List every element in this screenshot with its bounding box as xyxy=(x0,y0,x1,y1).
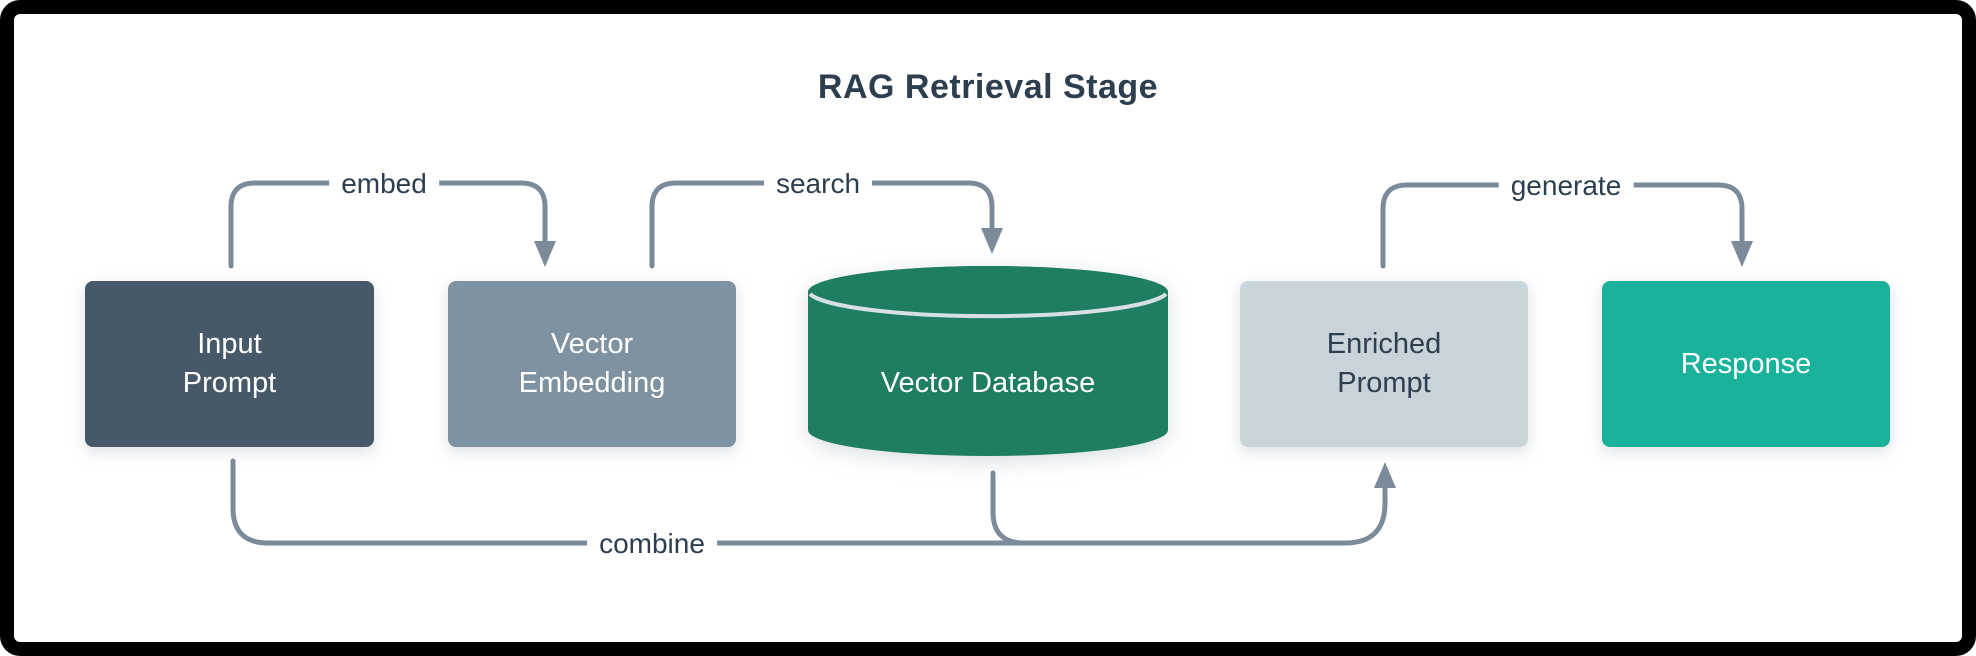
edge-label-embed: embed xyxy=(329,166,439,202)
edge-label-generate: generate xyxy=(1498,168,1634,204)
node-input-prompt-label: Input Prompt xyxy=(182,328,277,399)
database-cylinder-icon xyxy=(808,266,1168,456)
node-response-label: Response xyxy=(1680,347,1812,380)
edge-combine-arrow xyxy=(230,458,1396,546)
node-input-prompt: Input Prompt xyxy=(85,281,374,447)
node-vector-database-label: Vector Database xyxy=(880,366,1096,399)
node-enriched-prompt: Enriched Prompt xyxy=(1240,281,1528,447)
node-vector-embedding: Vector Embedding xyxy=(448,281,736,447)
node-enriched-prompt-label: Enriched Prompt xyxy=(1326,328,1442,399)
diagram-title: RAG Retrieval Stage xyxy=(817,68,1159,106)
edge-label-combine: combine xyxy=(587,526,717,562)
node-vector-database: Vector Database xyxy=(808,266,1168,456)
edge-label-search: search xyxy=(763,166,873,202)
node-response: Response xyxy=(1602,281,1890,447)
node-vector-embedding-label: Vector Embedding xyxy=(518,328,666,399)
